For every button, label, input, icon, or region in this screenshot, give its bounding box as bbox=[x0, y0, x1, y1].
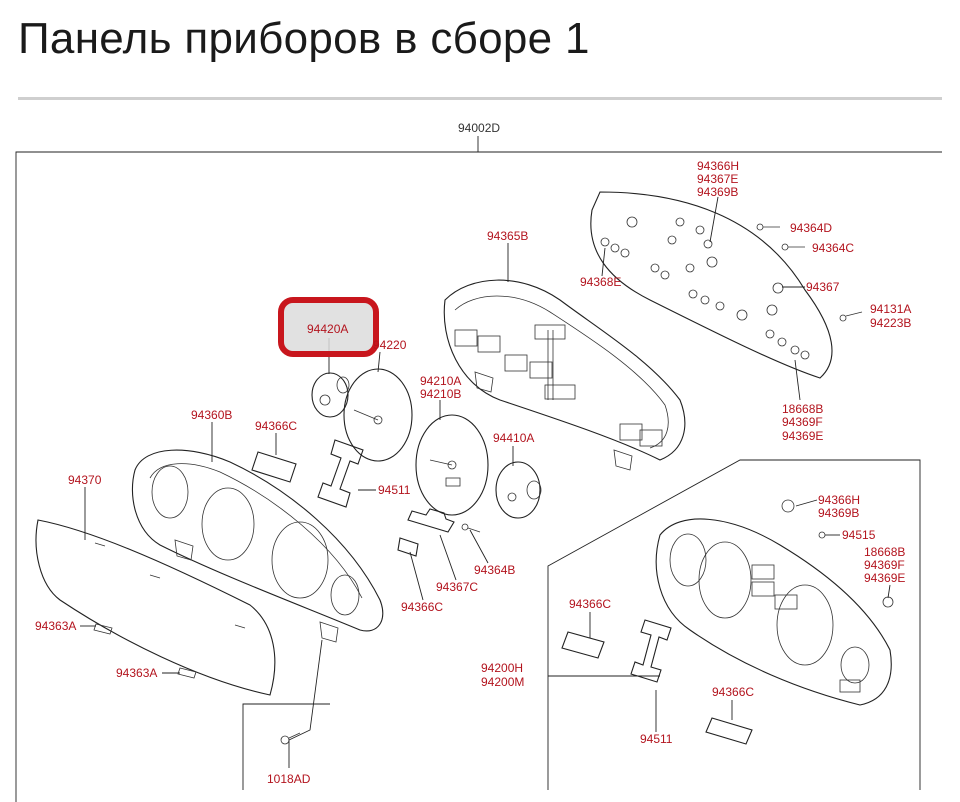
label-94200H[interactable]: 94200H bbox=[481, 661, 523, 675]
label-94360B[interactable]: 94360B bbox=[191, 408, 232, 422]
label-94366C-d[interactable]: 94366C bbox=[712, 685, 754, 699]
label-94131A[interactable]: 94131A bbox=[870, 302, 911, 316]
label-94002D[interactable]: 94002D bbox=[458, 121, 500, 135]
label-94223B[interactable]: 94223B bbox=[870, 316, 911, 330]
label-94511-a[interactable]: 94511 bbox=[378, 483, 411, 497]
part-94366C-pad-d[interactable] bbox=[705, 717, 753, 745]
label-94369E-a[interactable]: 94369E bbox=[782, 429, 823, 443]
label-94363A-b[interactable]: 94363A bbox=[116, 666, 157, 680]
page-title: Панель приборов в сборе 1 bbox=[18, 14, 590, 63]
part-94360B-mask[interactable] bbox=[131, 449, 384, 643]
label-94515[interactable]: 94515 bbox=[842, 528, 876, 542]
label-94369F-a[interactable]: 94369F bbox=[782, 415, 823, 429]
label-1018AD[interactable]: 1018AD bbox=[267, 772, 311, 786]
label-94367[interactable]: 94367 bbox=[806, 280, 840, 294]
highlight-box bbox=[278, 297, 379, 357]
label-94210B[interactable]: 94210B bbox=[420, 387, 461, 401]
label-94369B-top[interactable]: 94369B bbox=[697, 185, 738, 199]
part-94210A-speedometer[interactable] bbox=[415, 414, 489, 516]
label-94210A[interactable]: 94210A bbox=[420, 374, 461, 388]
part-94131A-screw[interactable] bbox=[839, 311, 863, 322]
part-94364D-screw[interactable] bbox=[756, 223, 780, 231]
label-94367E-top[interactable]: 94367E bbox=[697, 172, 738, 186]
part-94364C-screw[interactable] bbox=[781, 243, 805, 251]
label-94366C-b[interactable]: 94366C bbox=[401, 600, 443, 614]
label-94369E-b[interactable]: 94369E bbox=[864, 571, 905, 585]
label-94368E[interactable]: 94368E bbox=[580, 275, 621, 289]
label-94511-b[interactable]: 94511 bbox=[640, 732, 673, 746]
assembly-brackets bbox=[15, 136, 942, 802]
part-94420A-gauge[interactable] bbox=[311, 372, 350, 418]
label-94366C-c[interactable]: 94366C bbox=[569, 597, 611, 611]
label-94365B[interactable]: 94365B bbox=[487, 229, 528, 243]
part-94366C-pad-a[interactable] bbox=[251, 451, 297, 483]
label-94364C[interactable]: 94364C bbox=[812, 241, 854, 255]
label-94220[interactable]: 94220 bbox=[373, 338, 407, 352]
part-94364B-screw[interactable] bbox=[461, 523, 481, 533]
part-94200H-assembled-cluster[interactable] bbox=[655, 518, 892, 706]
part-94511-bracket-b[interactable] bbox=[630, 619, 672, 683]
label-94366H-top[interactable]: 94366H bbox=[697, 159, 739, 173]
label-94410A[interactable]: 94410A bbox=[493, 431, 534, 445]
part-94366C-pad-c[interactable] bbox=[561, 631, 605, 659]
label-94367C[interactable]: 94367C bbox=[436, 580, 478, 594]
label-94370[interactable]: 94370 bbox=[68, 473, 102, 487]
label-94366C-a[interactable]: 94366C bbox=[255, 419, 297, 433]
part-94367-rear-board[interactable] bbox=[590, 191, 833, 379]
label-94369F-b[interactable]: 94369F bbox=[864, 558, 905, 572]
title-divider bbox=[18, 97, 942, 100]
label-94200M[interactable]: 94200M bbox=[481, 675, 524, 689]
part-94367C-tab[interactable] bbox=[397, 508, 455, 557]
label-94366H-b[interactable]: 94366H bbox=[818, 493, 860, 507]
label-94420A[interactable]: 94420A bbox=[307, 322, 348, 336]
part-1018AD-screw[interactable] bbox=[280, 732, 301, 745]
label-94363A-a[interactable]: 94363A bbox=[35, 619, 76, 633]
part-94511-bracket[interactable] bbox=[317, 439, 364, 508]
label-18668B-a[interactable]: 18668B bbox=[782, 402, 823, 416]
label-18668B-b[interactable]: 18668B bbox=[864, 545, 905, 559]
part-94363A-clip-b[interactable] bbox=[177, 667, 197, 679]
part-94363A-clip-a[interactable] bbox=[93, 623, 113, 635]
part-94365B-housing[interactable] bbox=[443, 279, 686, 471]
label-94364B[interactable]: 94364B bbox=[474, 563, 515, 577]
label-94364D[interactable]: 94364D bbox=[790, 221, 832, 235]
part-94410A-small-gauge[interactable] bbox=[495, 461, 542, 519]
part-94370-lens[interactable] bbox=[35, 519, 276, 696]
part-labels: 94002D 94365B 94366H 94367E 94369B 94364… bbox=[35, 121, 911, 786]
label-94369B-b[interactable]: 94369B bbox=[818, 506, 859, 520]
leader-lines bbox=[80, 196, 891, 768]
